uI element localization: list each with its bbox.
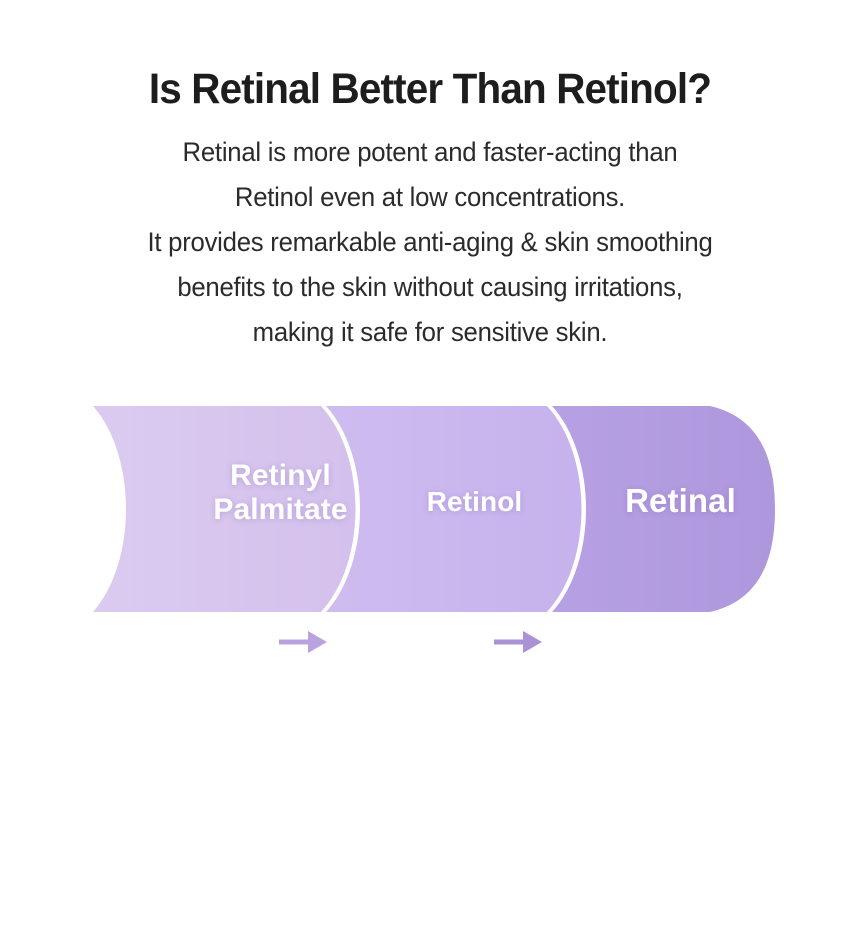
body-line-4: benefits to the skin without causing irr… — [177, 272, 683, 302]
segment-shape-retinol — [325, 406, 582, 612]
segment-divider-2 — [548, 404, 586, 614]
segment-shape-retinyl-palmitate — [93, 406, 356, 612]
body-line-2: Retinol even at low concentrations. — [234, 182, 626, 212]
arrow-right-icon — [279, 631, 327, 653]
page-title: Is Retinal Better Than Retinol? — [148, 64, 712, 113]
segment-divider-1 — [322, 404, 360, 614]
arrow-right-icon — [494, 631, 542, 653]
progression-arrow-2 — [490, 622, 546, 662]
body-copy: Retinal is more potent and faster-acting… — [13, 130, 847, 355]
potency-progression-diagram: Retinyl Palmitate Retinol Retinal — [85, 404, 775, 674]
progression-arrow-1 — [275, 622, 331, 662]
progression-band — [93, 404, 775, 614]
body-line-5: making it safe for sensitive skin. — [252, 317, 608, 347]
body-line-1: Retinal is more potent and faster-acting… — [182, 137, 678, 167]
body-line-3: It provides remarkable anti-aging & skin… — [147, 227, 713, 257]
segment-shape-retinal — [551, 406, 775, 612]
